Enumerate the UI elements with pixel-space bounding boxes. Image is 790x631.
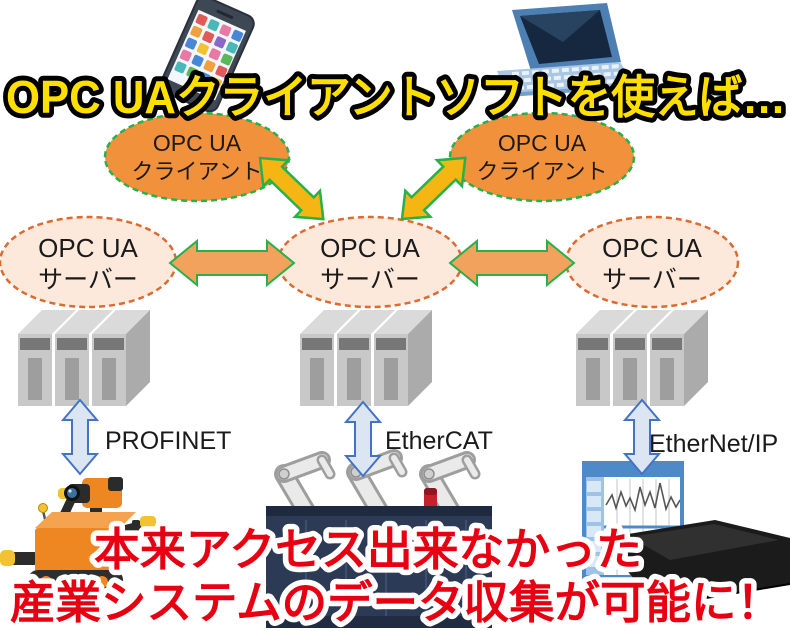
- banner-headline: OPC UAクライアントソフトを使えば…: [6, 71, 786, 123]
- footer-headline-line2: 産業システムのデータ収集が可能に！: [10, 577, 782, 628]
- server-label-line1: OPC UA: [38, 233, 138, 263]
- opcua-client-right: OPC UA クライアント: [448, 111, 636, 203]
- plc-icon-right: [576, 310, 708, 406]
- client-label-line1: OPC UA: [498, 130, 587, 156]
- robot-icon: [0, 477, 156, 594]
- server-label-line2: サーバー: [602, 266, 702, 294]
- client-label-line2: クライアント: [476, 159, 607, 184]
- protocol-label-ethercat: EtherCAT: [385, 427, 493, 455]
- protocol-label-ethernetip: EtherNet/IP: [649, 430, 778, 458]
- client-ellipse: [103, 111, 291, 203]
- opcua-server-center: OPC UA サーバー: [276, 215, 464, 309]
- opcua-server-left: OPC UA サーバー: [0, 215, 178, 309]
- client-ellipse: [448, 111, 636, 203]
- plc-icon-center: [300, 310, 432, 406]
- server-label-line2: サーバー: [320, 266, 420, 294]
- protocol-label-profinet: PROFINET: [105, 427, 231, 455]
- client-label-line2: クライアント: [131, 159, 262, 184]
- opcua-server-right: OPC UA サーバー: [564, 215, 740, 309]
- client-label-line1: OPC UA: [153, 130, 242, 156]
- smartphone-icon: [159, 0, 255, 113]
- server-label-line1: OPC UA: [320, 233, 420, 263]
- black-device-icon: [614, 520, 790, 607]
- opcua-client-left: OPC UA クライアント: [103, 111, 291, 203]
- server-label-line1: OPC UA: [602, 233, 702, 263]
- laptop-icon: [497, 3, 635, 97]
- plc-icon-left: [18, 310, 150, 406]
- footer-headline-line1: 本来アクセス出来なかった: [94, 524, 642, 575]
- factory-robot-arms-icon: [266, 458, 492, 628]
- server-label-line2: サーバー: [38, 266, 138, 294]
